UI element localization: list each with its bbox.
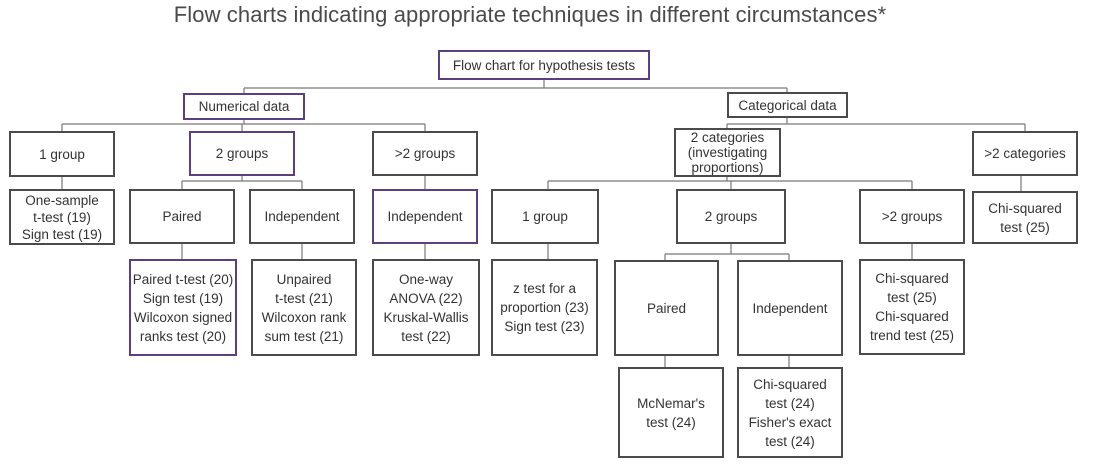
categorical-data-label: Categorical data xyxy=(738,97,837,113)
chi-trend-line: trend test (25) xyxy=(869,328,955,343)
categorical-gt2-groups-node: >2 groups xyxy=(859,189,965,244)
chi-fisher-line: Fisher's exact xyxy=(748,414,832,430)
unpaired-tests-line: Unpaired xyxy=(276,271,332,287)
unpaired-tests-line: sum test (21) xyxy=(264,328,344,344)
anova-tests-line: test (22) xyxy=(401,328,451,344)
numerical-data-node: Numerical data xyxy=(183,93,305,120)
numerical-gt2-groups-label: >2 groups xyxy=(394,146,456,161)
mcnemar-line: McNemar's xyxy=(637,395,705,411)
categorical-2-groups-label: 2 groups xyxy=(704,209,758,224)
categorical-2-groups-node: 2 groups xyxy=(676,189,786,244)
paired-tests-line: Paired t-test (20) xyxy=(132,271,234,287)
independent-gt2-label: Independent xyxy=(387,209,463,224)
independent-label: Independent xyxy=(264,209,340,224)
chi-squared-gt2-categories-node: Chi-squared test (25) xyxy=(972,191,1078,244)
root-label: Flow chart for hypothesis tests xyxy=(452,57,636,73)
one-sample-line: t-test (19) xyxy=(33,209,91,225)
categorical-independent-node: Independent xyxy=(737,260,843,356)
two-categories-node: 2 categories (investigating proportions) xyxy=(674,128,781,177)
independent-node: Independent xyxy=(249,189,355,244)
chi-fisher-line: Chi-squared xyxy=(753,376,827,392)
paired-tests-node: Paired t-test (20) Sign test (19) Wilcox… xyxy=(129,259,237,356)
paired-node: Paired xyxy=(129,189,235,244)
numerical-2-groups-label: 2 groups xyxy=(215,146,269,161)
chi-fisher-line: test (24) xyxy=(765,433,815,449)
z-tests-line: Sign test (23) xyxy=(504,319,585,334)
z-tests-line: proportion (23) xyxy=(500,300,589,315)
one-sample-line: Sign test (19) xyxy=(21,226,103,242)
unpaired-tests-line: t-test (21) xyxy=(275,290,333,306)
anova-tests-line: Kruskal-Wallis xyxy=(383,309,469,325)
anova-tests-node: One-way ANOVA (22) Kruskal-Wallis test (… xyxy=(372,259,480,356)
mcnemar-line: test (24) xyxy=(646,414,696,430)
categorical-1-group-node: 1 group xyxy=(491,189,599,244)
chi-squared-line: test (25) xyxy=(1000,219,1050,235)
chi-squared-fisher-node: Chi-squared test (24) Fisher's exact tes… xyxy=(737,367,843,458)
categorical-independent-label: Independent xyxy=(752,300,828,316)
independent-gt2-node: Independent xyxy=(372,189,478,244)
root-node: Flow chart for hypothesis tests xyxy=(438,50,650,80)
paired-tests-line: ranks test (20) xyxy=(139,328,227,344)
anova-tests-line: ANOVA (22) xyxy=(389,290,463,306)
two-categories-line: proportions) xyxy=(691,160,764,175)
two-categories-line: 2 categories xyxy=(690,130,765,145)
categorical-1-group-label: 1 group xyxy=(522,209,568,224)
one-sample-line: One-sample xyxy=(25,192,99,208)
two-categories-line: (investigating xyxy=(687,145,768,160)
anova-tests-line: One-way xyxy=(398,271,454,287)
chi-squared-line: Chi-squared xyxy=(988,200,1062,216)
numerical-gt2-groups-node: >2 groups xyxy=(372,131,478,176)
gt2-categories-label: >2 categories xyxy=(984,146,1066,161)
paired-tests-line: Sign test (19) xyxy=(142,290,224,306)
numerical-data-label: Numerical data xyxy=(198,99,290,114)
gt2-categories-node: >2 categories xyxy=(972,131,1078,176)
numerical-1-group-label: 1 group xyxy=(39,146,85,162)
page-title: Flow charts indicating appropriate techn… xyxy=(173,2,887,27)
categorical-data-node: Categorical data xyxy=(727,92,848,118)
chi-squared-trend-node: Chi-squared test (25) Chi-squared trend … xyxy=(859,259,965,355)
one-sample-tests-node: One-sample t-test (19) Sign test (19) xyxy=(9,189,115,245)
categorical-paired-label: Paired xyxy=(646,300,687,316)
mcnemar-test-node: McNemar's test (24) xyxy=(618,367,724,458)
paired-tests-line: Wilcoxon signed xyxy=(133,309,233,325)
chi-fisher-line: test (24) xyxy=(765,395,815,411)
chi-trend-line: Chi-squared xyxy=(875,271,949,286)
z-test-proportion-node: z test for a proportion (23) Sign test (… xyxy=(491,259,598,356)
categorical-paired-node: Paired xyxy=(614,260,719,356)
numerical-2-groups-node: 2 groups xyxy=(189,131,295,176)
numerical-1-group-node: 1 group xyxy=(9,131,115,177)
chi-trend-line: test (25) xyxy=(887,290,937,305)
unpaired-tests-line: Wilcoxon rank xyxy=(261,309,347,325)
chi-trend-line: Chi-squared xyxy=(875,309,949,324)
unpaired-tests-node: Unpaired t-test (21) Wilcoxon rank sum t… xyxy=(251,259,357,356)
z-tests-line: z test for a xyxy=(512,281,577,296)
categorical-gt2-groups-label: >2 groups xyxy=(881,209,943,224)
paired-label: Paired xyxy=(162,209,202,224)
